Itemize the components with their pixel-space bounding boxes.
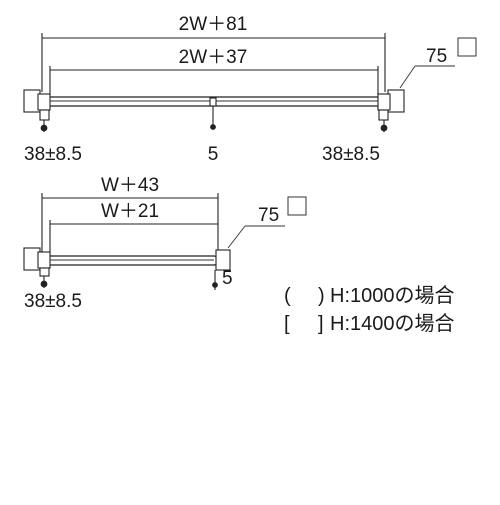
top-corner-blank-box — [457, 37, 477, 57]
top-corner-callout — [399, 37, 477, 89]
top-right-end-bracket — [377, 89, 405, 132]
legend-line2-open: [ — [284, 313, 290, 335]
top-outer-dimension-line — [41, 33, 386, 92]
legend-line1-text: H:1000の場合 — [330, 284, 455, 307]
legend-line1-open: ( — [284, 285, 291, 307]
bottom-right-post — [212, 249, 231, 290]
legend: ( ) H:1000の場合 [ ] H:1400の場合 — [284, 284, 455, 335]
bottom-corner-label: 75 — [258, 205, 279, 226]
top-center-post — [209, 97, 217, 130]
bottom-inner-dimension-line — [49, 220, 218, 256]
bottom-outer-dim-label: W＋43 — [101, 175, 159, 196]
top-right-end-dim-label: 38±8.5 — [322, 144, 380, 165]
bottom-left-end-dim-label: 38±8.5 — [24, 291, 82, 312]
bottom-diagram: W＋43 W＋21 38±8.5 5 — [23, 175, 307, 312]
top-inner-dimension-line — [49, 66, 379, 96]
bottom-inner-dim-label: W＋21 — [101, 201, 159, 222]
top-left-end-dim-label: 38±8.5 — [24, 144, 82, 165]
top-left-end-bracket — [23, 89, 51, 132]
bottom-rail — [43, 255, 219, 266]
top-outer-dim-label: 2W＋81 — [179, 14, 248, 35]
legend-line1-close: ) — [318, 285, 325, 307]
top-center-post-dim-label: 5 — [208, 144, 219, 165]
bottom-left-end-bracket — [23, 247, 51, 288]
top-diagram: 2W＋81 2W＋37 — [23, 14, 477, 165]
legend-line2-text: H:1400の場合 — [330, 312, 455, 335]
top-inner-dim-label: 2W＋37 — [179, 47, 248, 68]
top-corner-label: 75 — [426, 46, 447, 67]
bottom-post-dim-label: 5 — [222, 268, 233, 289]
legend-line2-close: ] — [318, 313, 324, 335]
bottom-corner-blank-box — [287, 196, 307, 216]
bottom-corner-callout — [227, 196, 307, 249]
